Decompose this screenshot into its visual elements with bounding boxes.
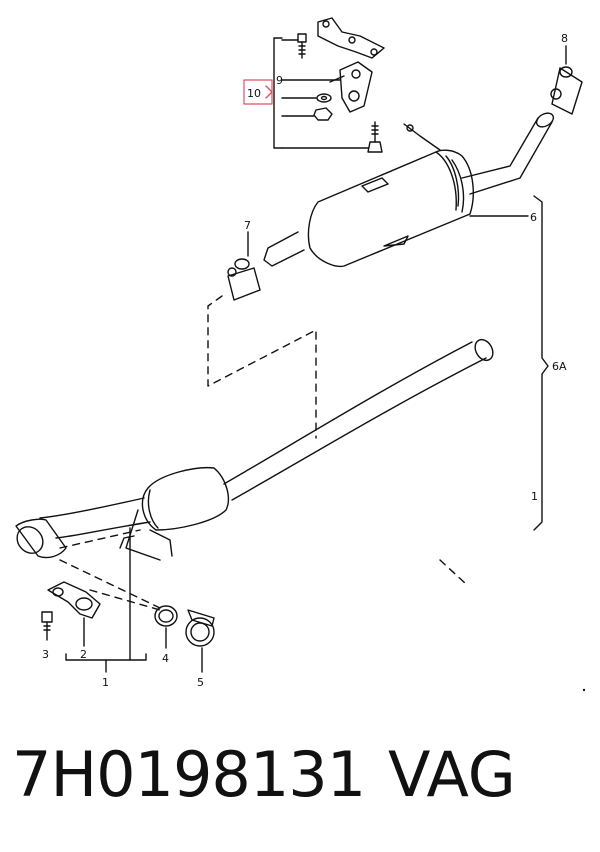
group-1-bottom-bracket	[65, 527, 147, 673]
clamp-part-7	[227, 231, 261, 301]
caption-bar: 7H0198131 VAG	[0, 738, 600, 838]
rear-silencer	[263, 112, 555, 268]
bracket-part-2	[47, 581, 101, 647]
callout-1-bottom: 1	[102, 676, 109, 689]
intermediate-pipe-and-middle-silencer	[15, 338, 494, 561]
exhaust-system-diagram: 8 9 10 6 7 6A 1 3 2 4 1 5	[15, 17, 586, 692]
callout-6a: 6A	[552, 360, 567, 373]
callout-2: 2	[80, 648, 87, 661]
callout-1-right: 1	[531, 490, 538, 503]
callout-10: 10	[247, 87, 261, 100]
callout-4: 4	[162, 652, 169, 665]
section-dashes	[59, 295, 467, 611]
callout-5: 5	[197, 676, 204, 689]
right-brace	[533, 195, 549, 531]
callout-6: 6	[530, 211, 537, 224]
bolt-part-3	[41, 611, 53, 641]
callout-9: 9	[276, 74, 283, 87]
callout-8: 8	[561, 32, 568, 45]
gasket-part-4	[154, 605, 178, 649]
brand-label: VAG	[388, 738, 516, 811]
part-number: 7H0198131	[12, 738, 366, 811]
callout-7: 7	[244, 219, 251, 232]
hanger-bracket-assembly	[243, 17, 441, 153]
clamp-part-5	[185, 609, 215, 673]
callout-3: 3	[42, 648, 49, 661]
clamp-part-8	[550, 45, 583, 115]
